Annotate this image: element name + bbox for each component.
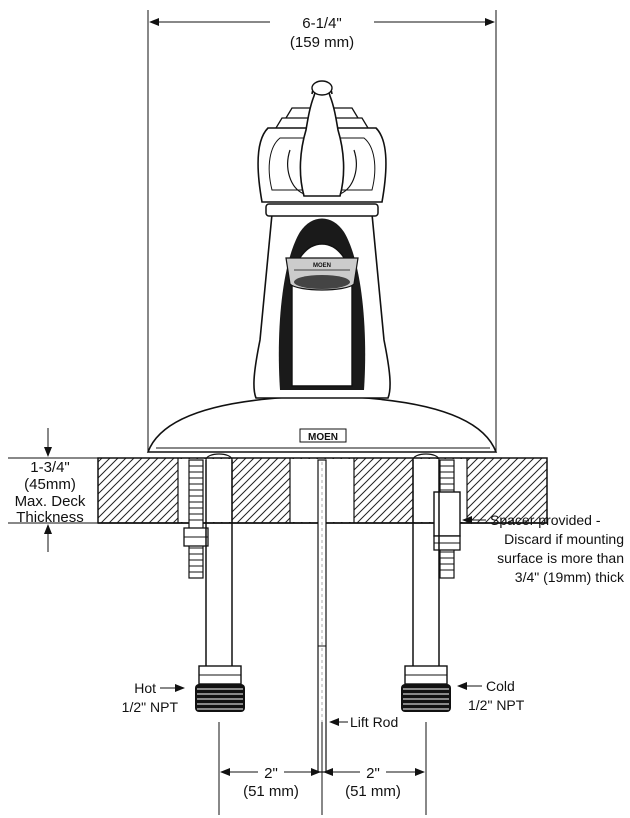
- hot-spacing-metric-label: (51 mm): [243, 783, 299, 800]
- cold-size-label: 1/2" NPT: [468, 697, 525, 713]
- spacer-note-line1: Spacer provided -: [490, 512, 601, 528]
- deck-imperial-label: 1-3/4": [30, 459, 70, 476]
- aerator-logo: MOEN: [313, 263, 331, 269]
- supply-lines: [205, 453, 440, 670]
- mounting-hardware: [183, 459, 461, 579]
- deck-thickness-dimension: [8, 428, 98, 552]
- hot-spacing-imperial-label: 2": [264, 765, 278, 782]
- spacer-note-line3: surface is more than: [497, 550, 624, 566]
- deck-line2-label: Thickness: [16, 509, 84, 526]
- deck-line1-label: Max. Deck: [15, 493, 86, 510]
- width-metric-label: (159 mm): [290, 34, 354, 51]
- faucet-body: [146, 80, 498, 453]
- svg-text:MOEN: MOEN: [308, 432, 338, 443]
- hot-connector: [195, 665, 245, 712]
- deck-metric-label: (45mm): [24, 476, 76, 493]
- width-imperial-label: 6-1/4": [302, 15, 342, 32]
- width-dimension: [147, 10, 497, 452]
- hot-label: Hot: [134, 680, 156, 696]
- spacing-dimension: [218, 722, 427, 815]
- cold-connector: [401, 665, 451, 712]
- spacer-note-line2: Discard if mounting: [504, 531, 624, 547]
- cold-spacing-metric-label: (51 mm): [345, 783, 401, 800]
- spacer-note-line4: 3/4" (19mm) thick: [515, 569, 625, 585]
- lift-rod-label: Lift Rod: [350, 714, 398, 730]
- cold-label: Cold: [486, 678, 515, 694]
- moen-logo: MOEN: [299, 428, 347, 443]
- hot-size-label: 1/2" NPT: [122, 699, 179, 715]
- cold-spacing-imperial-label: 2": [366, 765, 380, 782]
